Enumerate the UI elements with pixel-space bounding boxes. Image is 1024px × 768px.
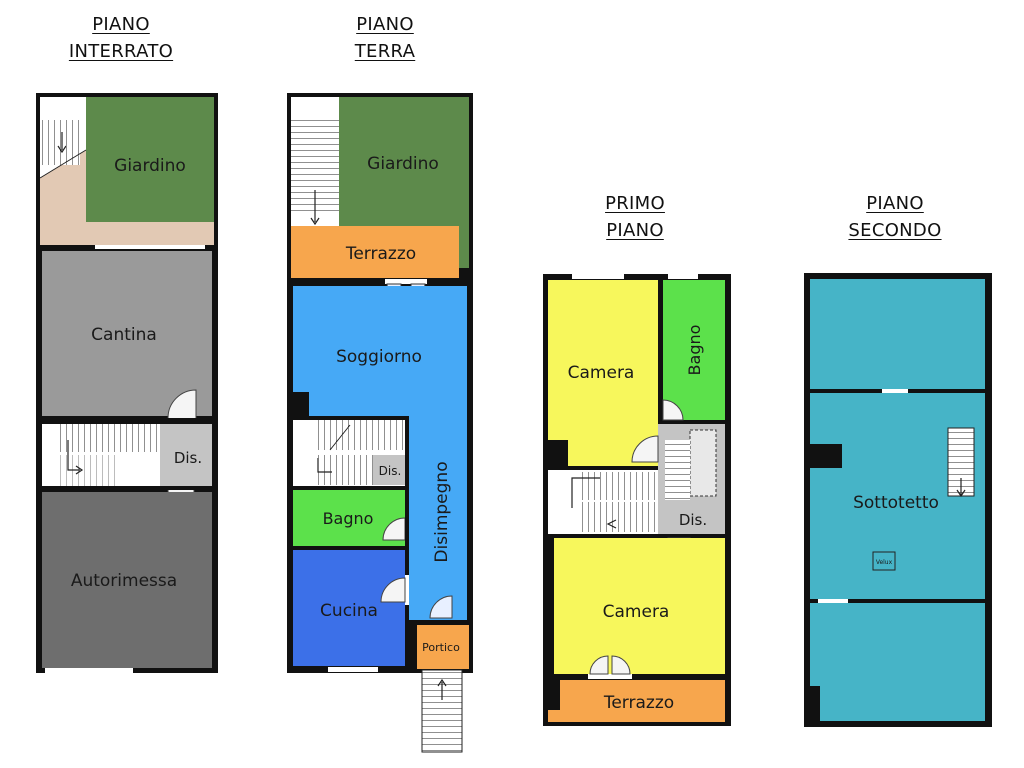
camera-room-top — [548, 280, 658, 466]
room-label: Portico — [422, 641, 460, 654]
floor-title-line: PIANO — [92, 14, 150, 35]
room-label: Cucina — [320, 601, 378, 621]
stairs — [60, 424, 160, 452]
sottotetto-room-bottom — [810, 603, 985, 721]
cantina-room — [42, 251, 212, 416]
opening — [818, 599, 848, 603]
room-label: Camera — [603, 602, 670, 622]
window — [328, 667, 378, 672]
cucina-room — [293, 550, 405, 666]
portico-room — [417, 625, 469, 669]
stairs — [580, 472, 658, 500]
sottotetto-room-top — [810, 279, 985, 389]
double-door — [589, 655, 631, 675]
room-label: Dis. — [379, 464, 402, 478]
door-opening — [385, 279, 427, 284]
room-label: Giardino — [367, 154, 439, 174]
window — [45, 668, 133, 673]
door-swing — [429, 595, 453, 619]
window — [95, 245, 205, 249]
floor-title-line: TERRA — [354, 41, 416, 62]
floor-title-line: PIANO — [606, 220, 664, 241]
stairs — [40, 120, 80, 165]
floor-title-line: SECONDO — [848, 220, 942, 241]
room-label: Cantina — [91, 325, 157, 345]
room-label: Sottotetto — [853, 493, 939, 513]
stairs-above — [689, 429, 717, 497]
room-label: Camera — [568, 363, 635, 383]
room-label: Terrazzo — [345, 244, 416, 264]
floor-title-interrato: PIANO INTERRATO — [56, 11, 186, 65]
autorimessa-room — [42, 492, 212, 668]
terrazzo-room — [291, 226, 459, 278]
room-label: Giardino — [114, 156, 186, 176]
window — [668, 274, 698, 279]
stairs — [665, 440, 690, 500]
stairs — [313, 455, 373, 485]
door-swing — [662, 399, 684, 421]
room-label: Disimpegno — [432, 461, 452, 562]
floor-primo — [543, 274, 731, 726]
opening — [882, 389, 908, 393]
floor-title-line: PIANO — [356, 14, 414, 35]
soggiorno-room — [293, 286, 467, 416]
stairs — [580, 502, 658, 532]
floor-title-line: PIANO — [866, 193, 924, 214]
floor-title-secondo: PIANO SECONDO — [830, 190, 960, 244]
stairs — [313, 420, 403, 450]
floor-title-primo: PRIMO PIANO — [570, 190, 700, 244]
room-label: Dis. — [679, 511, 707, 529]
velux-window — [872, 551, 896, 571]
window — [588, 674, 632, 679]
door-opening — [405, 575, 409, 605]
velux-label: Velux — [876, 559, 893, 566]
floor-title-line: INTERRATO — [68, 41, 174, 62]
room-label: Bagno — [323, 509, 374, 528]
room-label: Bagno — [685, 325, 704, 376]
door-swing — [631, 435, 659, 463]
room-label: Autorimessa — [71, 571, 177, 591]
floor-title-line: PRIMO — [605, 193, 665, 214]
window — [572, 274, 624, 279]
room-label: Terrazzo — [603, 693, 674, 713]
floor-interrato — [36, 93, 218, 673]
room-label: Dis. — [174, 449, 202, 467]
floor-secondo — [804, 273, 992, 727]
door-swing — [380, 577, 406, 603]
giardino-room — [86, 97, 214, 222]
camera-room-bottom — [554, 538, 725, 674]
room-label: Soggiorno — [336, 347, 422, 367]
terrazzo-room — [548, 680, 725, 722]
bagno-room — [663, 280, 725, 420]
floor-terra — [287, 93, 473, 753]
door-swing — [382, 517, 406, 541]
floor-title-terra: PIANO TERRA — [320, 11, 450, 65]
dis-room — [373, 455, 405, 485]
door-swing — [167, 389, 197, 419]
